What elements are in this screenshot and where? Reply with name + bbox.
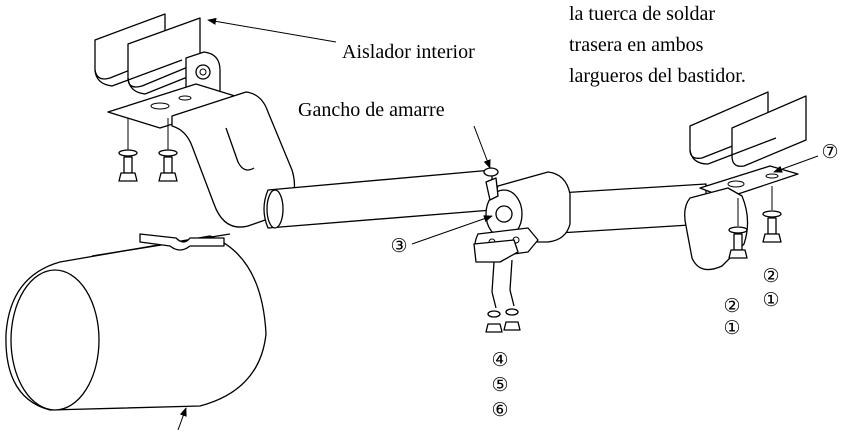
- callout-2-left: ②: [723, 295, 741, 317]
- callout-7: ⑦: [821, 141, 839, 163]
- callout-4: ④: [491, 349, 509, 371]
- cylinder-tube: [263, 169, 707, 237]
- callout-2-right: ②: [762, 265, 780, 287]
- callout-5: ⑤: [491, 374, 509, 396]
- tie-hook-label: Gancho de amarre: [298, 99, 445, 121]
- callout-6: ⑥: [491, 399, 509, 421]
- right-frame-rail-bracket: [684, 91, 807, 271]
- center-hook-bracket: [473, 167, 571, 263]
- callout-3: ③: [390, 235, 408, 257]
- left-bolts: [118, 149, 178, 182]
- note-line-1: la tuerca de soldar: [569, 3, 716, 25]
- u-bolts: [485, 259, 521, 333]
- leader-arrows: [177, 17, 819, 431]
- callout-1-right: ①: [762, 289, 780, 311]
- note-line-3: largueros del bastidor.: [569, 65, 746, 87]
- right-bolts: [728, 210, 782, 259]
- spare-tire: [5, 233, 267, 411]
- callout-1-left: ①: [723, 317, 741, 339]
- left-frame-rail-bracket: [94, 13, 296, 228]
- inner-insulator-label: Aislador interior: [342, 41, 475, 63]
- note-line-2: trasera en ambos: [569, 34, 704, 56]
